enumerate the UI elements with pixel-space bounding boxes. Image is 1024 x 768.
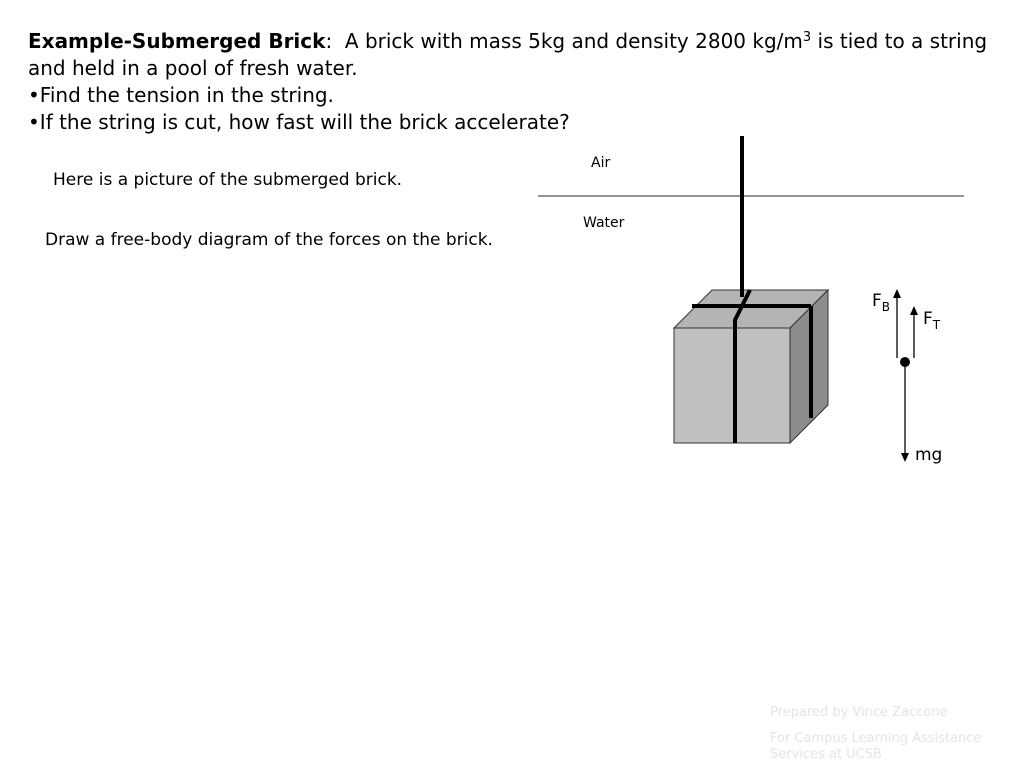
tension-force-label: FT [923,309,941,332]
brick-point-mass [900,357,910,367]
fbd-instruction: Draw a free-body diagram of the forces o… [45,230,493,250]
brick [672,288,830,445]
gravity-force-label: mg [915,445,942,465]
brick-front-face [673,327,791,444]
credit-prepared-by: Prepared by Vince Zaccone [770,705,948,720]
bullet-acceleration: •If the string is cut, how fast will the… [28,110,570,134]
free-body-diagram: FB FT mg [872,289,942,465]
problem-heading: Example-Submerged Brick [28,29,326,53]
buoyant-force-label: FB [872,291,890,314]
water-label: Water [583,215,625,231]
picture-note: Here is a picture of the submerged brick… [53,170,403,190]
statement-part-1: A brick with mass 5kg and density 2800 k… [332,29,803,53]
gravity-arrowhead-icon [901,453,909,462]
bullet-find-tension: •Find the tension in the string. [28,83,334,107]
tension-arrowhead-icon [910,306,918,315]
string [692,136,813,443]
cubic-exponent: 3 [802,30,812,45]
credit-campus-line2: Services at UCSB [770,747,882,762]
buoyant-arrowhead-icon [893,289,901,298]
statement-part-2: is tied to a string and held in a pool o… [28,29,988,80]
problem-intro: Example-Submerged Brick: A brick with ma… [28,28,988,82]
credit-campus: For Campus Learning Assistance Services … [770,731,981,763]
problem-statement: Example-Submerged Brick: A brick with ma… [28,28,988,136]
string-front-wrap [733,289,752,443]
air-label: Air [591,155,610,171]
credit-campus-line1: For Campus Learning Assistance [770,731,982,746]
heading-separator: : [325,29,333,53]
